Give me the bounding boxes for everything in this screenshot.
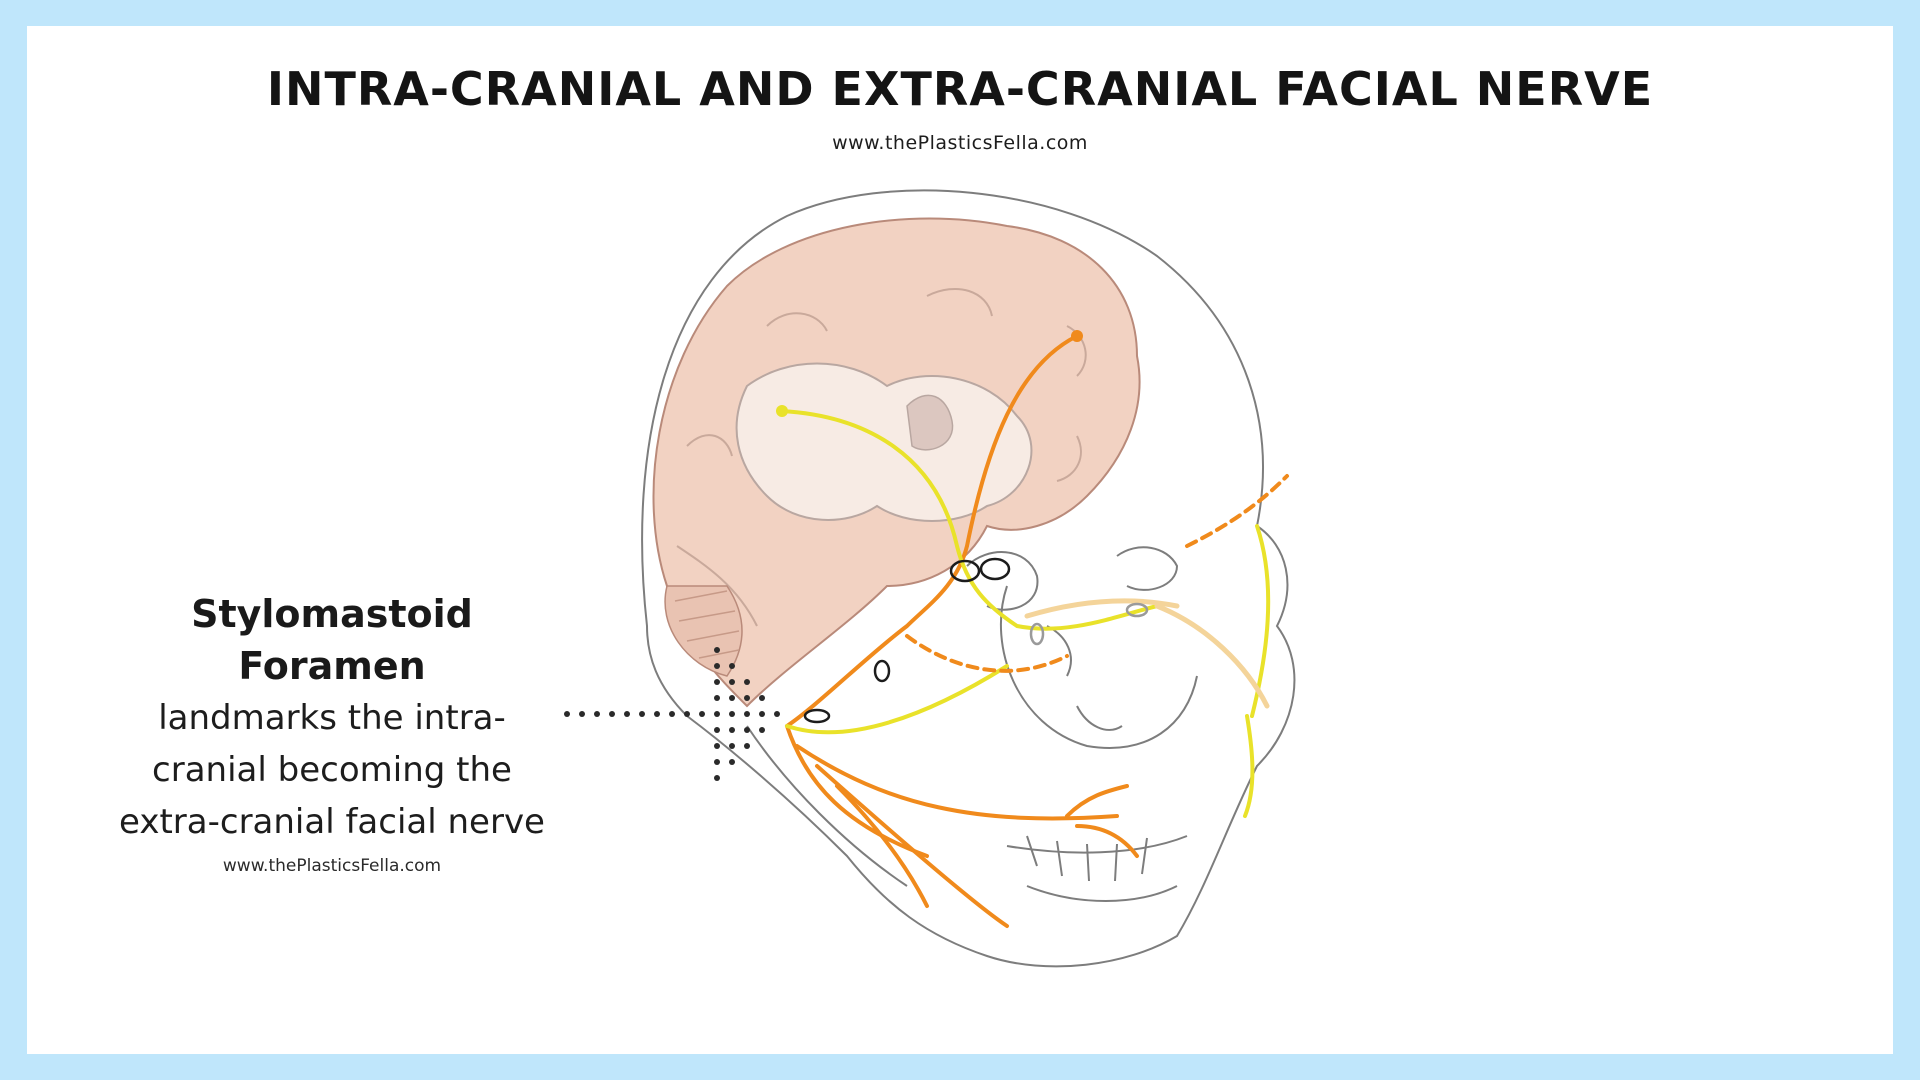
dotted-arrow (564, 647, 780, 781)
foramina (803, 557, 1149, 724)
infraorbital-foramen (1125, 602, 1149, 618)
facial-nerve-illustration (564, 189, 1296, 968)
internal-acoustic-meatus (949, 559, 981, 583)
callout-line-3: extra-cranial facial nerve (119, 802, 545, 842)
content-card: INTRA-CRANIAL AND EXTRA-CRANIAL FACIAL N… (27, 26, 1893, 1054)
internal-acoustic-meatus-2 (979, 557, 1011, 581)
callout-body: landmarks the intra- cranial becoming th… (97, 692, 567, 848)
callout-website[interactable]: www.thePlasticsFella.com (222, 856, 442, 876)
sensory-cortex-dot (776, 405, 788, 417)
geniculate-marker (873, 659, 891, 683)
trigeminal-branches (905, 474, 1289, 709)
page-title: INTRA-CRANIAL AND EXTRA-CRANIAL FACIAL N… (266, 62, 1654, 116)
facial-nerve-sensory (776, 405, 1271, 818)
motor-cortex-dot (1071, 330, 1083, 342)
cerebellum (664, 585, 743, 677)
callout-heading: Stylomastoid Foramen (191, 592, 473, 688)
foramen-rotundum (1029, 622, 1045, 646)
website-link[interactable]: www.thePlasticsFella.com (832, 132, 1088, 154)
stylomastoid-callout: Stylomastoid Foramen landmarks the intra… (97, 588, 567, 876)
callout-line-2: cranial becoming the (152, 750, 512, 790)
callout-line-1: landmarks the intra- (158, 698, 506, 738)
stylomastoid-foramen (803, 708, 831, 724)
facial-nerve-motor (785, 330, 1139, 928)
skull-outline (641, 189, 1296, 968)
